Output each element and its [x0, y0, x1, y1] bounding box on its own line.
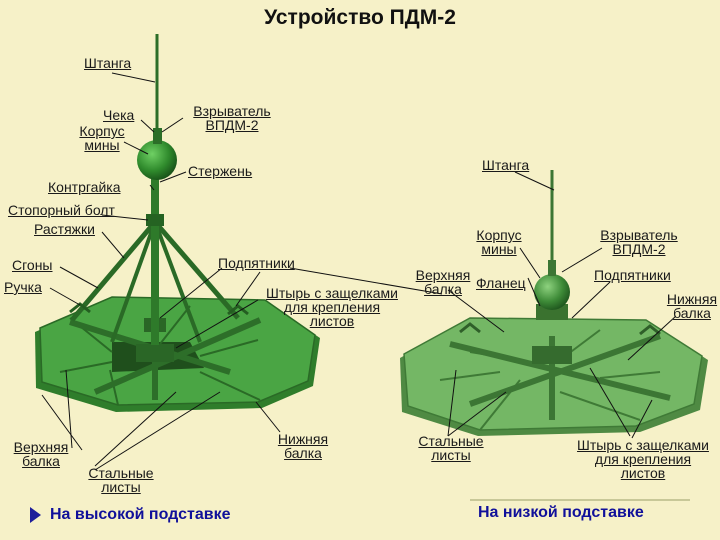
label-left-cheka: Чека — [103, 107, 135, 123]
triangle-arrow-icon — [30, 507, 41, 523]
page-title: Устройство ПДМ-2 — [264, 6, 456, 29]
right-mine-drawing — [400, 170, 708, 436]
label-left-stopor: Стопорный болт — [8, 202, 115, 218]
label-left-ruchka: Ручка — [4, 279, 42, 295]
label-right-shtanga: Штанга — [482, 157, 530, 173]
label-left-rastyazhki: Растяжки — [34, 221, 95, 237]
left-mine-drawing — [35, 34, 320, 412]
label-left-sterzhen: Стержень — [188, 163, 253, 179]
right-leader-lines — [289, 171, 677, 439]
label-left-shtanga: Штанга — [84, 55, 132, 71]
left-leader-lines — [41, 72, 281, 471]
label-right-podpyatniki: Подпятники — [594, 267, 671, 283]
caption-low-stand: На низкой подставке — [478, 504, 644, 521]
label-right-flanets: Фланец — [476, 275, 526, 291]
label-left-podpyatniki: Подпятники — [218, 255, 295, 271]
label-left-kontrgaika: Контргайка — [48, 179, 121, 195]
caption-high-stand: На высокой подставке — [50, 506, 231, 523]
label-left-sgony: Сгоны — [12, 257, 53, 273]
